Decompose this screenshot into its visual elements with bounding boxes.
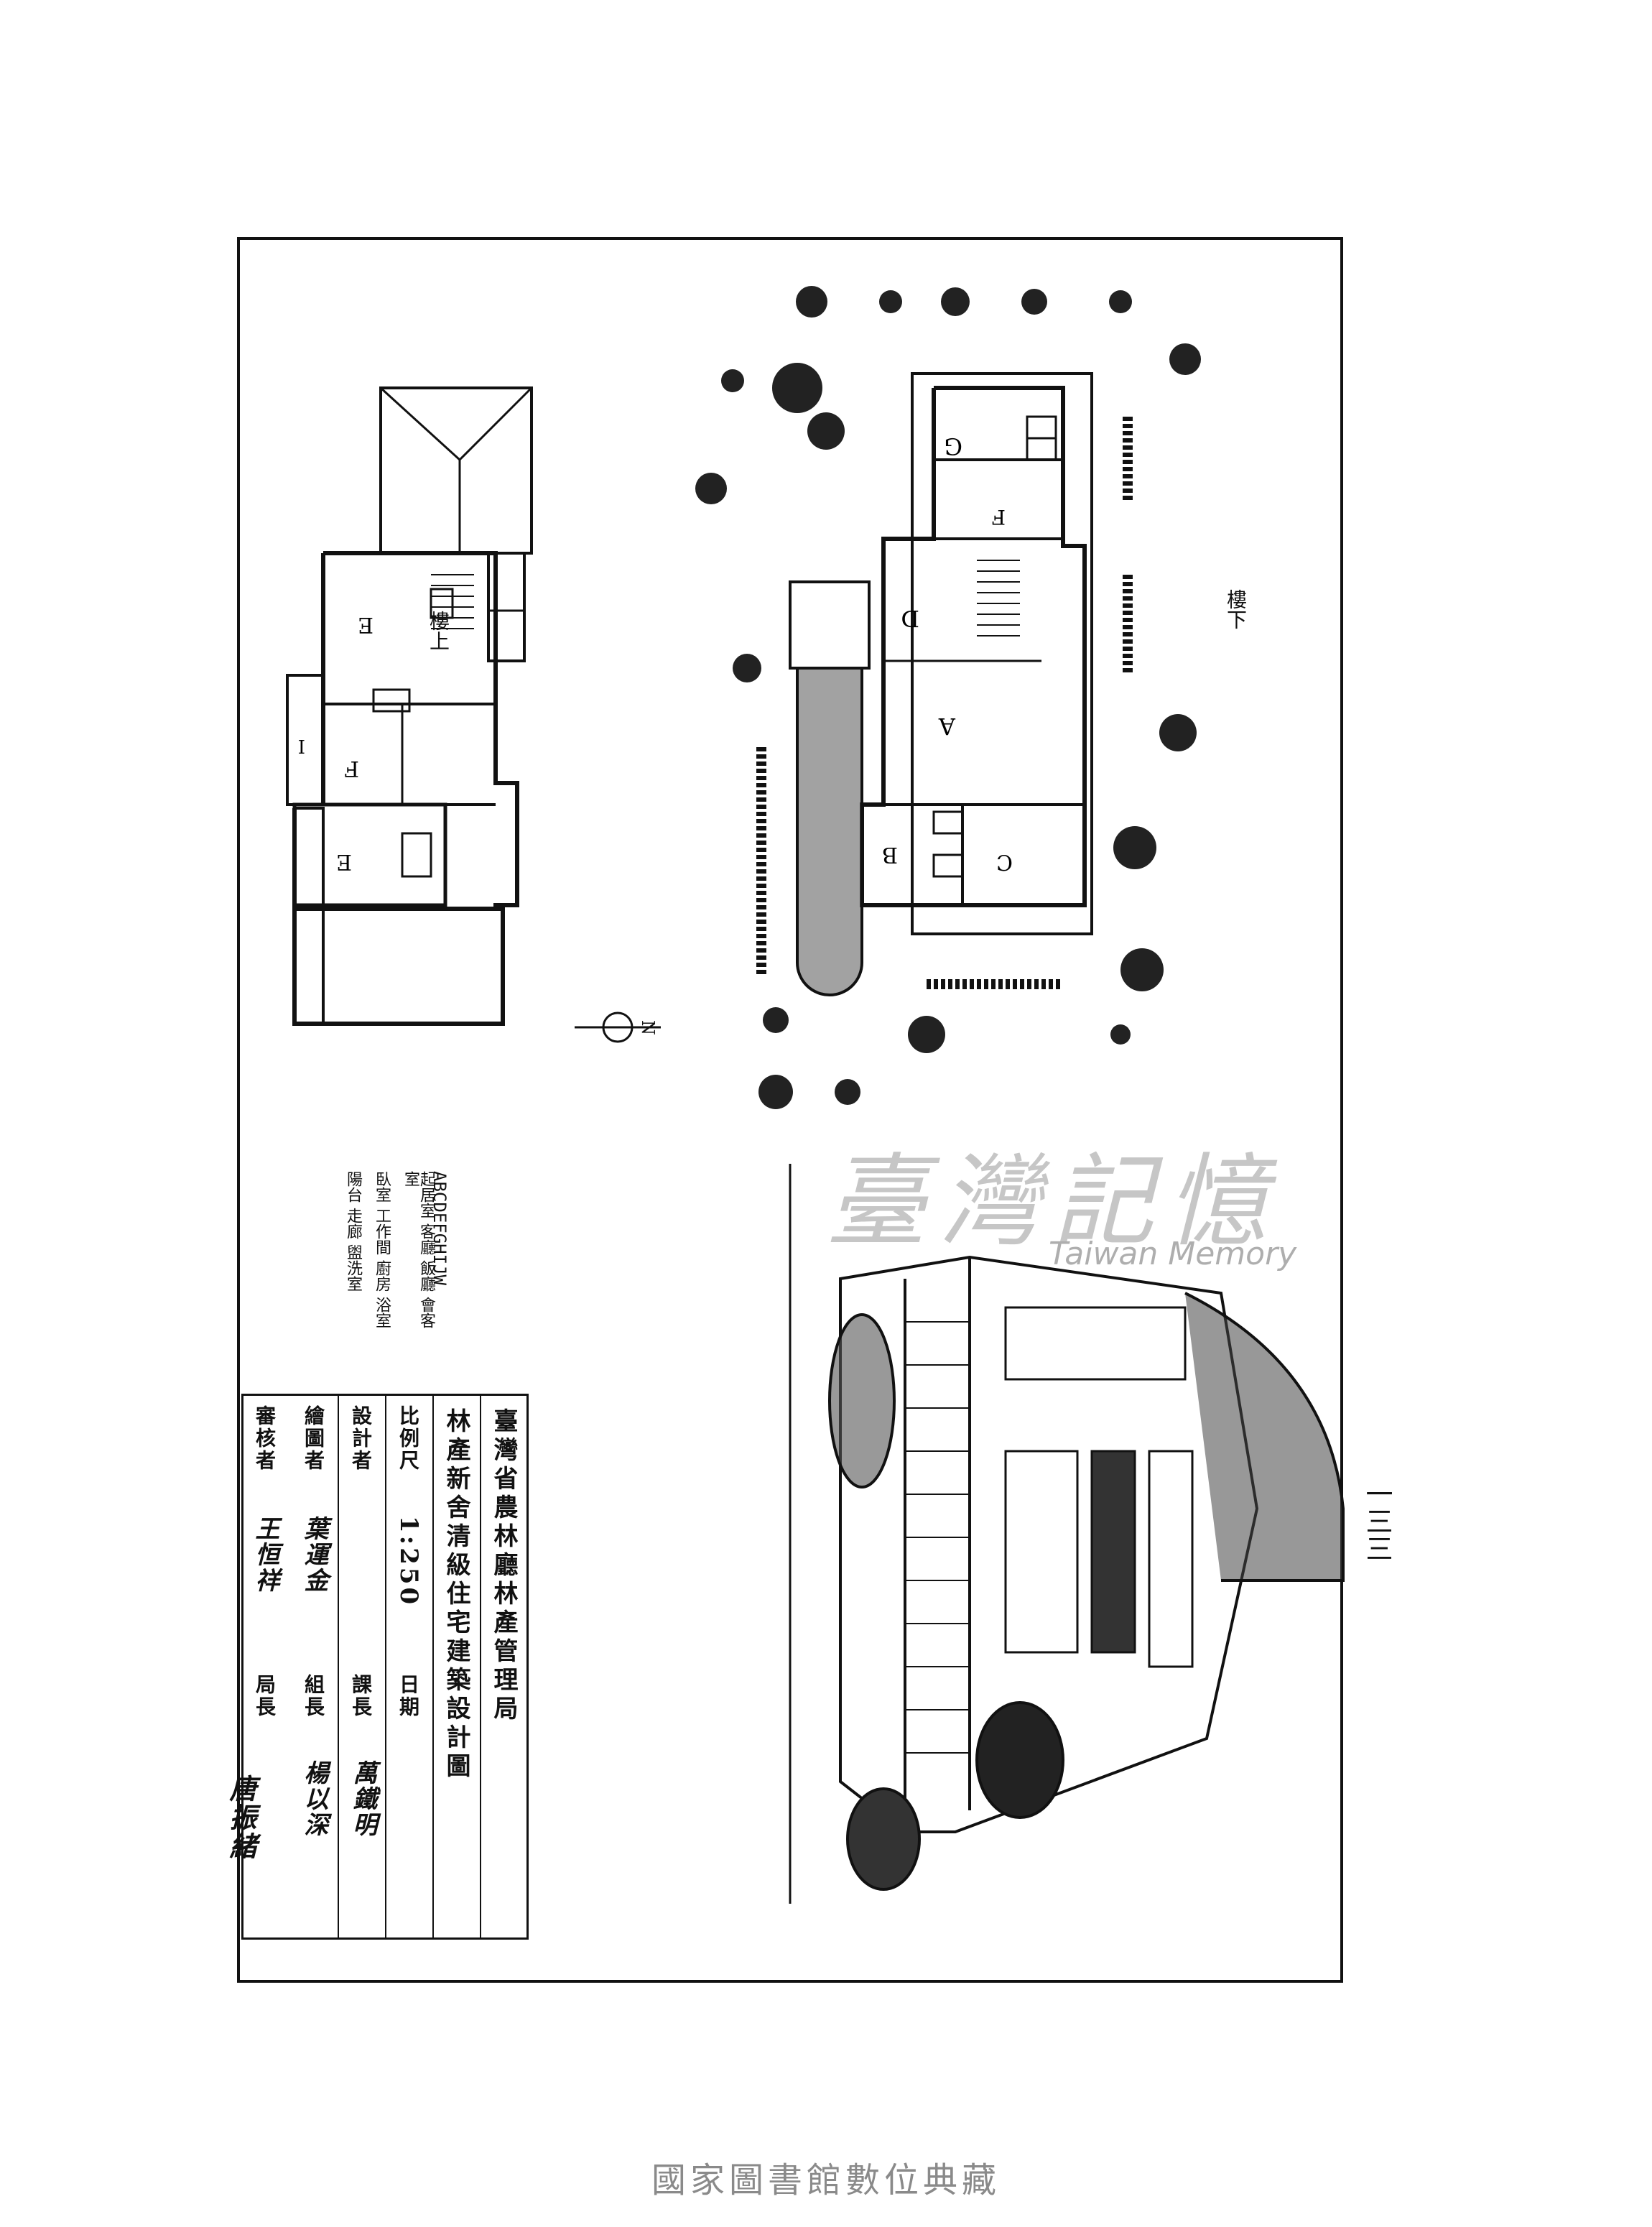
checker-signature: 王恒祥	[251, 1516, 279, 1593]
scale-label: 比例尺	[396, 1405, 420, 1472]
ground-room-b: B	[882, 842, 898, 867]
ground-floor-plan	[756, 372, 1133, 996]
upper-floor-plan	[286, 386, 533, 1026]
drafter-label: 繪圖者	[302, 1405, 325, 1472]
director-label: 局長	[253, 1674, 277, 1718]
house-perspective	[789, 1164, 1345, 1904]
upper-room-e2: E	[336, 849, 352, 874]
date-label: 日期	[396, 1674, 420, 1718]
watermark-english: Taiwan Memory	[1049, 1236, 1297, 1272]
section-chief-name: 萬鐵明	[348, 1760, 377, 1838]
ground-room-c: C	[996, 849, 1013, 874]
site-trees	[695, 286, 1201, 1109]
legend-letters: ABCDEFGHIJW	[430, 1171, 450, 1285]
legend-meanings: 起居室 客廳 飯廳 會客室	[402, 1171, 435, 1328]
north-label: N	[638, 1020, 658, 1035]
scale-value: 1:250	[394, 1516, 423, 1608]
designer-label: 設計者	[349, 1405, 373, 1472]
upper-room-e1: E	[358, 612, 373, 637]
ground-room-f: F	[992, 505, 1006, 529]
upper-floor-label: 樓上	[427, 611, 450, 651]
team-leader-signature: 楊以深	[300, 1760, 328, 1838]
drawing-frame	[237, 237, 1343, 1983]
upper-room-f: F	[344, 756, 359, 781]
watermark-chinese: 臺灣記憶	[826, 1144, 1281, 1261]
room-legend: ABCDEFGHIJW 起居室 客廳 飯廳 會客室 臥室 工作間 廚房 浴室 陽…	[338, 1171, 460, 1336]
ground-room-a: A	[938, 713, 956, 740]
north-arrow	[575, 1011, 661, 1043]
legend-meanings-2: 臥室 工作間 廚房 浴室	[373, 1171, 391, 1328]
title-line-2: 林產新舍清級住宅建築設計圖	[442, 1408, 470, 1782]
ground-room-g: G	[944, 432, 962, 460]
checker-label: 審核者	[253, 1405, 277, 1472]
title-block: 臺灣省農林廳林產管理局 林產新舍清級住宅建築設計圖 比例尺 1:250 日期 設…	[241, 1394, 529, 1940]
director-signature: 唐振緒	[225, 1774, 257, 1861]
drafter-signature: 葉運金	[300, 1516, 328, 1593]
ground-room-d: D	[901, 605, 919, 632]
footer-caption: 國家圖書館數位典藏	[651, 2160, 1001, 2200]
title-line-1: 臺灣省農林廳林產管理局	[489, 1408, 518, 1724]
upper-room-i: I	[298, 735, 305, 756]
taiwan-memory-watermark: 臺灣記憶 Taiwan Memory	[826, 1121, 1300, 1286]
ground-floor-label: 樓下	[1224, 589, 1248, 629]
team-leader-label: 組長	[302, 1674, 325, 1718]
page-number: 一三三	[1361, 1480, 1393, 1562]
section-chief-label: 課長	[349, 1674, 373, 1718]
legend-meanings-3: 陽台 走廊 盥洗室	[344, 1171, 362, 1292]
